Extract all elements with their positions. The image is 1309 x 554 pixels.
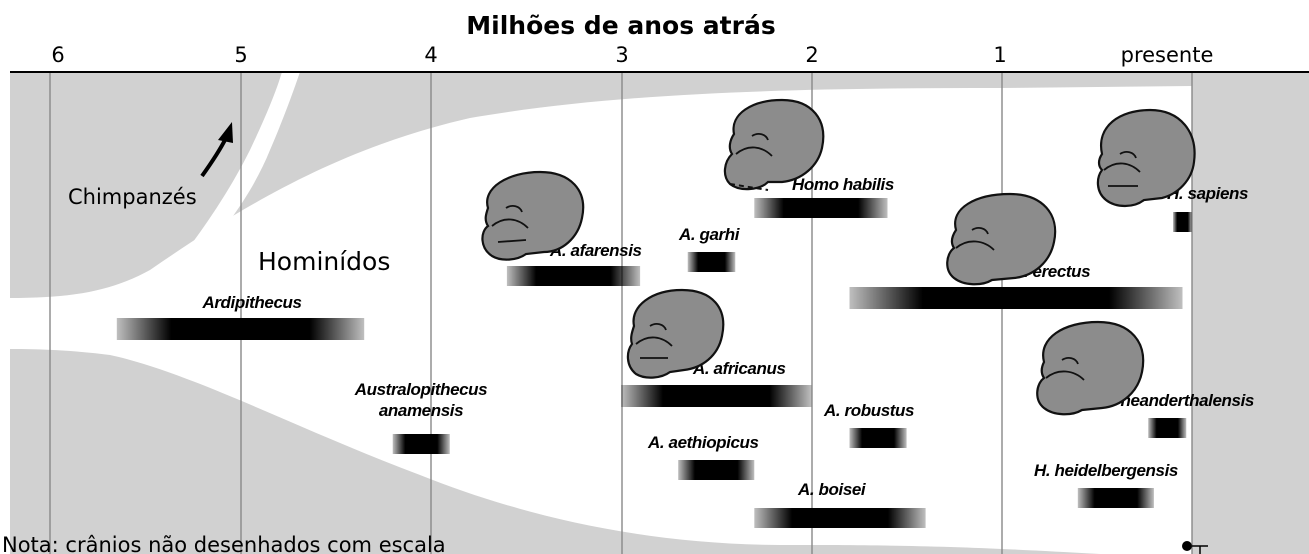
tick-label-1: 1	[993, 43, 1006, 67]
species-bar-h-sapiens	[1173, 212, 1192, 232]
species-label-sapiens: H. sapiens	[1167, 184, 1248, 203]
tick-label-5: 5	[234, 43, 247, 67]
erectus-skull-icon	[946, 192, 1057, 286]
arrow-icon	[200, 122, 233, 178]
habilis-skull-icon	[723, 98, 825, 191]
tick-label-4: 4	[424, 43, 437, 67]
neanderthalensis-skull-icon	[1036, 320, 1145, 416]
marker-icon	[1182, 541, 1208, 554]
species-bar-homo-habilis	[754, 198, 888, 218]
africanus-skull-icon	[626, 288, 725, 379]
species-bar-australopithecus	[392, 434, 450, 454]
species-label-robustus: A. robustus	[823, 401, 914, 420]
species-bar-a-robustus	[849, 428, 907, 448]
tick-label-6: 6	[51, 43, 64, 67]
species-label-afarensis: A. afarensis	[549, 241, 642, 260]
species-label-garhi: A. garhi	[678, 225, 741, 244]
species-label-habilis: Homo habilis	[792, 175, 894, 194]
sapiens-skull-icon	[1096, 108, 1196, 208]
tick-label-present: presente	[1121, 43, 1214, 67]
species-bar-a-boisei	[754, 508, 926, 528]
afarensis-skull-icon	[481, 170, 585, 261]
species-bars	[116, 198, 1192, 528]
species-bar-h-heidelbergensis	[1077, 488, 1154, 508]
species-label-heidelbergensis: H. heidelbergensis	[1034, 461, 1178, 480]
species-bar-a-aethiopicus	[678, 460, 755, 480]
species-bar-h-erectus	[849, 287, 1183, 309]
species-label-africanus: A. africanus	[692, 359, 786, 378]
species-label-aethiopicus: A. aethiopicus	[647, 433, 759, 452]
scale-note: Nota: crânios não desenhados com escala	[2, 533, 446, 554]
species-bar-a-afarensis	[506, 266, 641, 286]
hominids-label: Hominídos	[258, 247, 390, 276]
species-bar-ardipithecus	[116, 318, 365, 340]
species-label-neanderthalensis: H. neanderthalensis	[1100, 391, 1254, 410]
species-label-australopithecus: Australopithecus	[354, 380, 487, 399]
chimpanzee-label: Chimpanzés	[68, 185, 197, 209]
species-label-anamensis: anamensis	[379, 401, 463, 420]
species-bar-h-neanderthalensis	[1148, 418, 1187, 438]
species-label-boisei: A. boisei	[797, 480, 867, 499]
species-label-ardipithecus: Ardipithecus	[201, 293, 301, 312]
tick-label-3: 3	[615, 43, 628, 67]
axis-title: Milhões de anos atrás	[466, 11, 775, 40]
tick-label-2: 2	[805, 43, 818, 67]
chimpanzee-branch	[172, 72, 300, 275]
species-bar-a-africanus	[621, 385, 812, 407]
species-bar-a-garhi	[687, 252, 736, 272]
